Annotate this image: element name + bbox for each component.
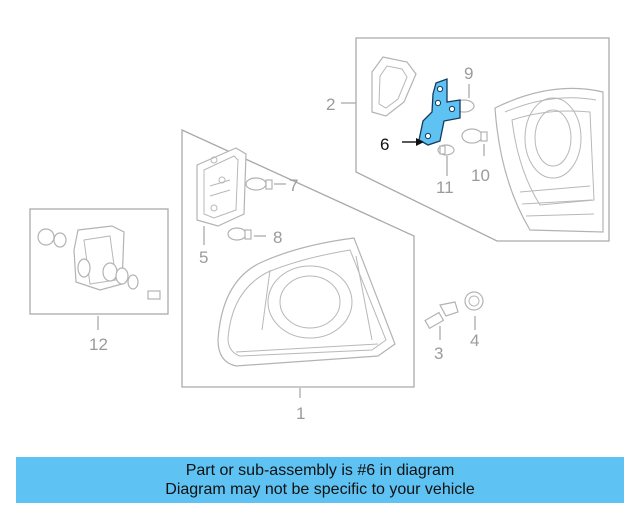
socket-bracket-5 [196,147,247,227]
side-lamp-panel [29,208,169,330]
bulb-10 [461,128,488,144]
inner-lamp-housing [494,87,604,233]
callout-1: 1 [296,404,305,423]
callout-2: 2 [326,95,335,114]
callout-5: 5 [199,248,208,267]
part-info-banner: Part or sub-assembly is #6 in diagram Di… [16,457,624,503]
banner-line-disclaimer: Diagram may not be specific to your vehi… [165,481,475,498]
callout-10: 10 [471,166,490,185]
callout-6: 6 [380,135,389,154]
bracket-part-6 [418,78,461,146]
banner-line-part: Part or sub-assembly is #6 in diagram [185,462,455,479]
cap-4 [464,291,484,330]
inner-lamp-panel [341,37,610,242]
bulb-7 [245,177,273,191]
callout-9: 9 [464,64,473,83]
callout-11: 11 [436,178,454,197]
callout-4: 4 [470,331,479,350]
bulb-8 [227,227,252,241]
callout-7: 7 [289,176,298,195]
callout-12: 12 [89,335,108,354]
callout-8: 8 [273,228,282,247]
outer-lamp-panel [181,128,415,398]
parts-diagram: 1 2 3 4 5 6 7 8 9 10 11 12 [29,37,610,423]
bulb-11 [437,144,455,156]
callout-3: 3 [434,344,443,363]
tail-lamp-lens [217,237,396,367]
bolt-3 [424,301,459,340]
